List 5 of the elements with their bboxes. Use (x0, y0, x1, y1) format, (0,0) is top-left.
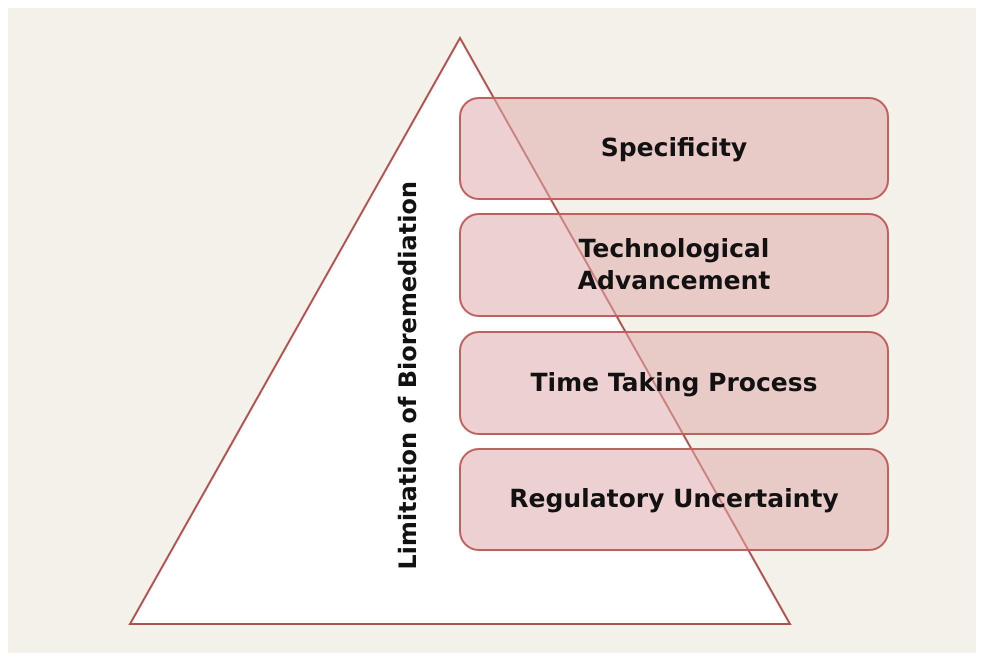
vertical-title: Limitation of Bioremediation (394, 181, 422, 570)
limitation-box: Regulatory Uncertainty (459, 448, 889, 551)
limitation-box: Technological Advancement (459, 213, 889, 317)
limitation-box: Specificity (459, 97, 889, 200)
limitation-box: Time Taking Process (459, 331, 889, 435)
